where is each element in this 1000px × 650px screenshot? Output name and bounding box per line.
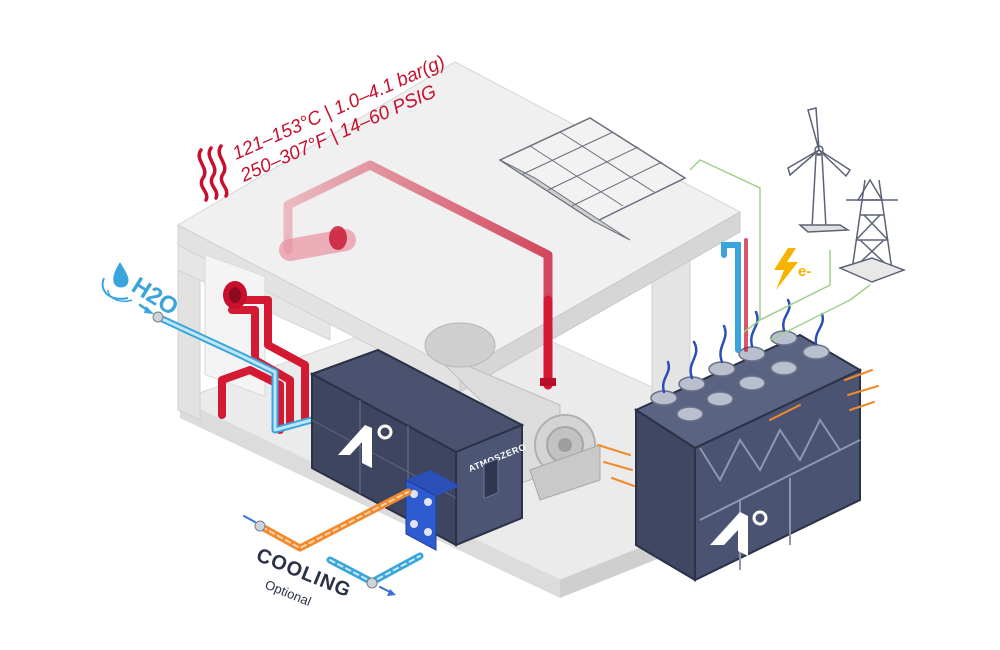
unit-logo: [338, 424, 393, 468]
exhaust-air-swirls: [661, 298, 825, 394]
generator: [424, 322, 601, 501]
outdoor-air-unit: [597, 298, 879, 582]
heat-waves-icon: [197, 144, 229, 202]
grid-connections: [689, 159, 871, 341]
heat-pump-unit: ATMOSZERO: [309, 348, 528, 551]
solar-panel-icon: [498, 117, 687, 241]
heat-exchanger: [405, 470, 460, 551]
water-line: [138, 303, 334, 434]
wind-turbine-icon: [787, 107, 852, 233]
intake-airflow: [597, 369, 879, 487]
fan-array: [650, 330, 830, 422]
lightning-icon: [774, 248, 798, 290]
water-drop-icon: [101, 262, 133, 302]
pylon-icon: [837, 178, 907, 283]
air-unit-logo: [710, 510, 768, 556]
cooling-lines: [243, 488, 424, 596]
riser-pipes: [721, 238, 748, 353]
electricity-label: e-: [798, 263, 811, 280]
roof-side: [459, 211, 741, 393]
steam-piping: [218, 160, 556, 434]
unit-vent: [483, 458, 499, 500]
